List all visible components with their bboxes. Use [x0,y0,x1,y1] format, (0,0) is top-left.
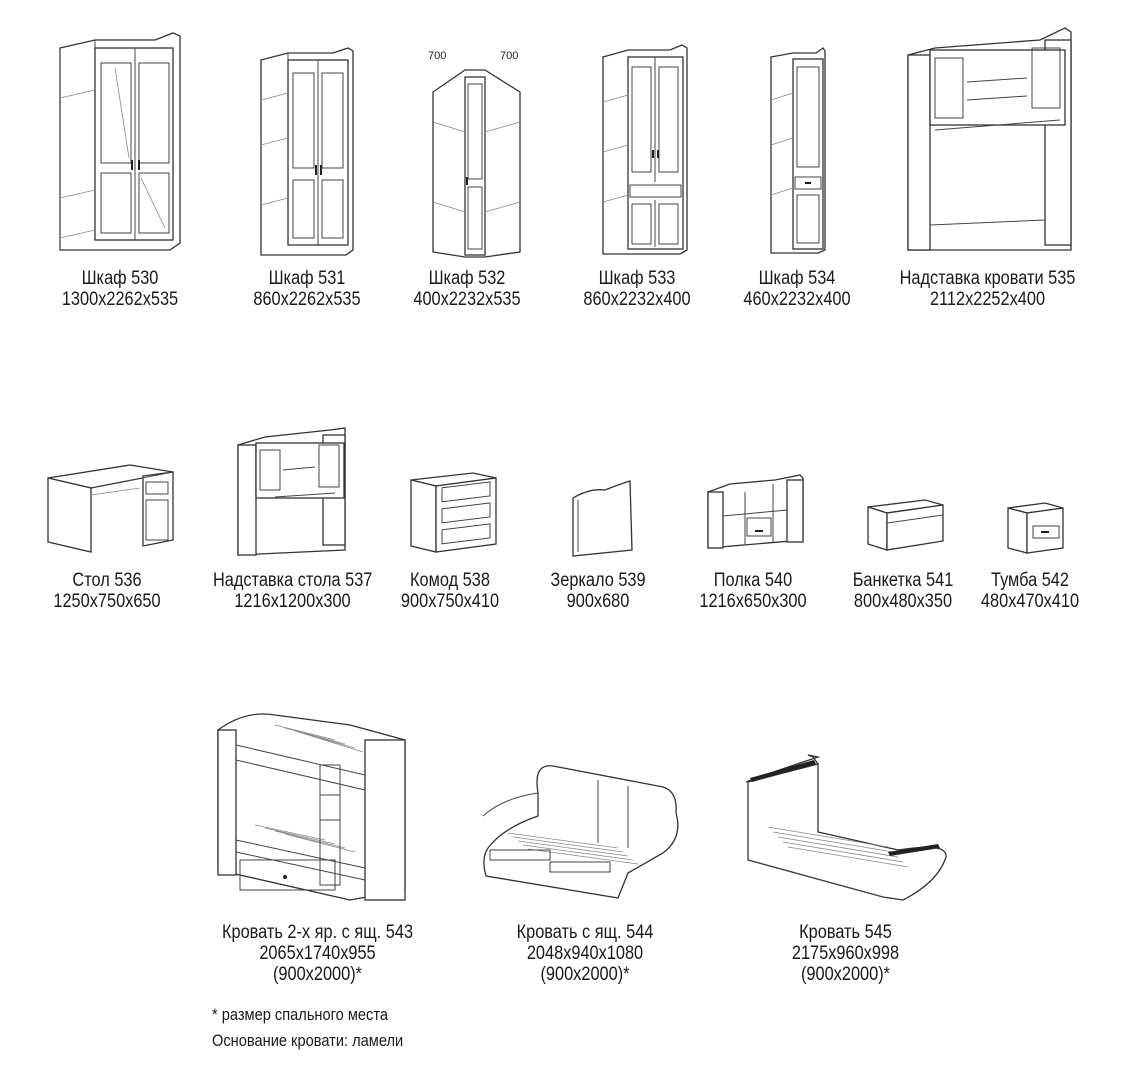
item-530-caption: Шкаф 530 1300x2262x535 [47,268,193,310]
item-536-caption: Стол 536 1250x750x650 [34,570,180,612]
item-540-name: Полка 540 [713,570,793,591]
item-539-name: Зеркало 539 [550,570,646,591]
bench-541-drawing [867,499,944,551]
corner-dim-right: 700 [500,50,519,62]
item-540-dims: 1216x650x300 [699,591,807,612]
item-542-name: Тумба 542 [991,570,1069,591]
item-541-name: Банкетка 541 [852,570,954,591]
item-530-name: Шкаф 530 [81,268,159,289]
footnote-sleep-size: * размер спального места [212,1005,389,1024]
item-542-caption: Тумба 542 480x470x410 [957,570,1103,612]
item-541-caption: Банкетка 541 800x480x350 [830,570,976,612]
item-539-dims: 900x680 [566,591,630,612]
item-540-caption: Полка 540 1216x650x300 [680,570,826,612]
item-541-dims: 800x480x350 [853,591,953,612]
item-538-dims: 900x750x410 [400,591,500,612]
item-533-caption: Шкаф 533 860x2232x400 [564,268,710,310]
item-543-dims: 2065x1740x955 [259,943,376,964]
footnote-bed-base: Основание кровати: ламели [212,1031,404,1050]
item-544-name: Кровать с ящ. 544 [516,922,654,943]
item-533-name: Шкаф 533 [598,268,676,289]
item-531-dims: 860x2262x535 [253,289,361,310]
shelf-540-drawing [707,474,804,549]
bed-hutch-535-drawing [907,27,1072,251]
item-537-caption: Надставка стола 537 1216x1200x300 [213,570,372,612]
item-543-name: Кровать 2-х яр. с ящ. 543 [221,922,414,943]
item-545-caption: Кровать 545 2175x960x998 (900x2000)* [753,922,938,985]
item-545-name: Кровать 545 [799,922,892,943]
item-545-dims: 2175x960x998 [791,943,900,964]
desk-hutch-537-drawing [237,427,346,556]
nightstand-542-drawing [1007,502,1064,554]
item-533-dims: 860x2232x400 [583,289,691,310]
item-544-sleep: (900x2000)* [540,964,630,985]
item-531-caption: Шкаф 531 860x2262x535 [234,268,380,310]
item-536-dims: 1250x750x650 [53,591,161,612]
item-534-dims: 460x2232x400 [743,289,851,310]
cabinet-533-drawing [602,44,688,255]
item-537-name: Надставка стола 537 [212,570,373,591]
item-532-dims: 400x2232x535 [413,289,521,310]
item-531-name: Шкаф 531 [268,268,346,289]
item-537-dims: 1216x1200x300 [234,591,351,612]
item-536-name: Стол 536 [72,570,142,591]
item-535-name: Надставка кровати 535 [899,268,1076,289]
item-545-sleep: (900x2000)* [800,964,891,985]
item-535-dims: 2112x2252x400 [929,289,1046,310]
item-544-dims: 2048x940x1080 [526,943,644,964]
corner-dim-left: 700 [428,50,447,62]
item-538-caption: Комод 538 900x750x410 [377,570,523,612]
chest-538-drawing [410,472,497,553]
cabinet-534-drawing [770,47,826,254]
item-544-caption: Кровать с ящ. 544 2048x940x1080 (900x200… [490,922,679,985]
mirror-539-drawing [572,480,633,557]
item-534-caption: Шкаф 534 460x2232x400 [724,268,870,310]
item-535-caption: Надставка кровати 535 2112x2252x400 [899,268,1076,310]
wardrobe-530-drawing [59,32,181,251]
bunk-bed-543-drawing [217,713,406,901]
corner-wardrobe-532-drawing [432,69,521,258]
item-542-dims: 480x470x410 [980,591,1080,612]
item-530-dims: 1300x2262x535 [61,289,179,310]
sofa-bed-544-drawing [482,765,679,899]
desk-536-drawing [47,464,174,553]
item-539-caption: Зеркало 539 900x680 [525,570,671,612]
item-534-name: Шкаф 534 [758,268,836,289]
item-538-name: Комод 538 [410,570,490,591]
item-543-caption: Кровать 2-х яр. с ящ. 543 2065x1740x955 … [221,922,415,985]
item-532-name: Шкаф 532 [428,268,506,289]
item-543-sleep: (900x2000)* [272,964,363,985]
wardrobe-531-drawing [260,47,354,256]
bed-545-drawing [745,754,947,901]
item-532-caption: Шкаф 532 400x2232x535 [394,268,540,310]
